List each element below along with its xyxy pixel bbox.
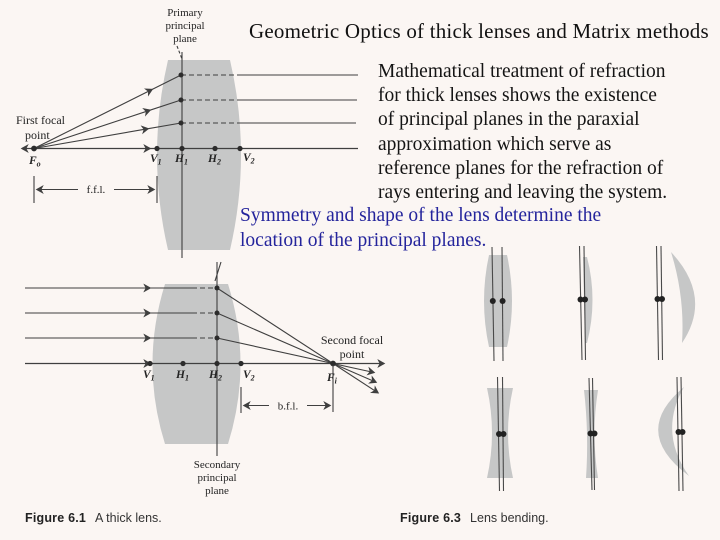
second-focal-point-label: point	[340, 347, 365, 361]
paragraph-line: reference planes for the refraction of	[378, 157, 664, 179]
bfl-label: b.f.l.	[278, 401, 299, 413]
point-label-Fo: Fo	[28, 155, 41, 169]
highlight-text: Symmetry and shape of the lens determine…	[240, 204, 601, 254]
figure-6-3-caption: Figure 6.3 Lens bending.	[400, 511, 549, 525]
principal-point	[496, 431, 502, 437]
point-label-H2: H2	[207, 153, 221, 167]
point-label-V2: V2	[243, 369, 255, 383]
paragraph-line: Mathematical treatment of refraction	[378, 61, 666, 82]
figure-6-1-caption-label: Figure 6.1	[25, 511, 87, 525]
lens-biconcave	[487, 376, 513, 492]
principal-point	[679, 429, 686, 435]
primary-plane-label: principal	[165, 20, 204, 32]
principal-point	[659, 296, 665, 302]
lens-concave-meniscus	[658, 376, 689, 492]
primary-plane-label: plane	[173, 33, 197, 45]
secondary-plane-label: principal	[197, 472, 236, 484]
principal-plane-line	[501, 246, 504, 362]
principal-point	[500, 431, 507, 437]
fig61-bottom-diagram	[25, 261, 386, 456]
first-focal-point-label: First focal	[16, 113, 66, 127]
lens-convex-meniscus	[654, 245, 696, 361]
first-focal-point-label: point	[25, 128, 50, 142]
lens-shape	[671, 252, 696, 343]
point-label-Fi: Fi	[326, 372, 338, 386]
ray-line	[33, 122, 182, 150]
figure-6-3-caption-label: Figure 6.3	[400, 511, 462, 525]
ray-line	[216, 337, 376, 376]
lens-shape	[658, 387, 689, 476]
fig61-top-labels: Primary principal plane First focal poin…	[16, 7, 255, 196]
point-dots	[147, 285, 336, 367]
highlight-line: location of the principal planes.	[240, 229, 487, 251]
point-label-H2: H2	[208, 369, 222, 383]
principal-point	[499, 298, 506, 304]
plane-top-tick	[214, 261, 222, 282]
slide-title: Geometric Optics of thick lenses and Mat…	[249, 19, 709, 43]
lens-plano-convex	[577, 245, 593, 361]
primary-plane-label: Primary	[167, 7, 203, 19]
ray-line	[216, 287, 380, 394]
paragraph-line: for thick lenses shows the existence	[378, 85, 657, 107]
principal-point	[577, 296, 584, 303]
principal-plane-line	[660, 245, 664, 361]
ray-line	[33, 99, 182, 150]
figure-6-3-caption-text: Lens bending.	[470, 511, 549, 525]
principal-point	[591, 430, 598, 437]
point-label-V1: V1	[143, 369, 155, 383]
plane-label-leader	[176, 45, 183, 60]
principal-plane-line	[578, 245, 583, 361]
ray-line	[33, 74, 182, 149]
principal-plane-line	[655, 245, 660, 361]
body-paragraph: Mathematical treatment of refraction for…	[378, 60, 667, 205]
ffl-label: f.f.l.	[87, 184, 106, 196]
principal-plane-line	[491, 246, 495, 362]
figure-6-1-caption: Figure 6.1 A thick lens.	[25, 511, 162, 525]
paragraph-line: rays entering and leaving the system.	[378, 182, 668, 204]
fig61-bottom-labels: Second focal point b.f.l. Secondary prin…	[143, 333, 384, 497]
lens-plano-concave	[584, 377, 598, 491]
secondary-plane-label: Secondary	[194, 459, 241, 471]
secondary-plane-label: plane	[205, 485, 229, 497]
ray-line	[216, 312, 378, 384]
point-label-V2: V2	[243, 152, 255, 166]
fig63-lens-bending	[484, 245, 696, 492]
point-dots	[31, 72, 243, 152]
fig61-top-diagram	[20, 45, 358, 258]
figure-6-1-caption-text: A thick lens.	[95, 511, 162, 525]
highlight-line: Symmetry and shape of the lens determine…	[240, 205, 602, 226]
lens-shape	[484, 255, 512, 347]
point-label-H1: H1	[174, 153, 188, 167]
paragraph-line: of principal planes in the paraxial	[378, 109, 640, 131]
point-label-V1: V1	[150, 153, 162, 167]
principal-point	[489, 298, 496, 304]
paragraph-line: approximation which serve as	[378, 133, 612, 155]
second-focal-point-label: Second focal	[321, 333, 384, 347]
lens-shape	[157, 60, 241, 250]
principal-point	[582, 296, 588, 303]
lens-biconvex	[484, 246, 512, 362]
point-label-H1: H1	[175, 369, 189, 383]
principal-plane-line	[583, 245, 587, 361]
principal-point	[654, 296, 661, 302]
